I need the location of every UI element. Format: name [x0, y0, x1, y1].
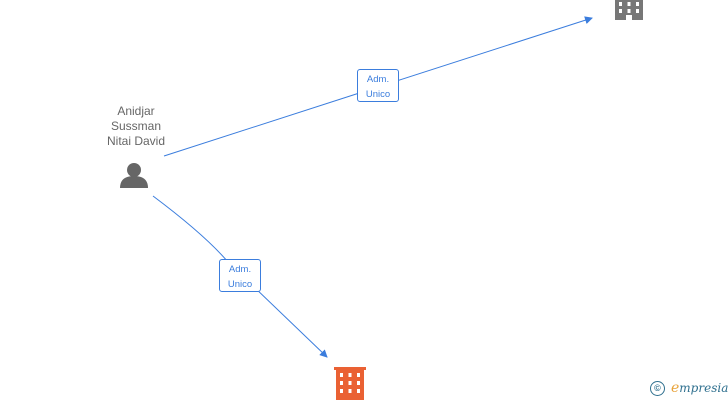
empresia-watermark: © empresia — [650, 380, 728, 396]
edge-label-role: Adm. — [366, 74, 390, 85]
person-name[interactable]: Anidjar Sussman Nitai David — [84, 104, 188, 149]
copyright-icon: © — [650, 380, 665, 396]
company-node-2-building-icon[interactable] — [334, 367, 366, 400]
company-node-1-building-icon[interactable] — [615, 0, 643, 20]
edge-label-role: Adm. — [228, 264, 252, 275]
edge-label-company-1[interactable]: Adm. Unico — [357, 69, 399, 102]
person-name-line-3: Nitai David — [106, 134, 166, 148]
brand-logo: empresia — [671, 380, 728, 396]
person-icon[interactable] — [120, 163, 148, 188]
edge-label-role-detail: Unico — [365, 89, 391, 100]
edge-label-role-detail: Unico — [227, 279, 253, 290]
person-name-line-1: Anidjar — [117, 104, 155, 118]
person-name-line-2: Sussman — [110, 119, 162, 133]
edge-label-company-2[interactable]: Adm. Unico — [219, 259, 261, 292]
